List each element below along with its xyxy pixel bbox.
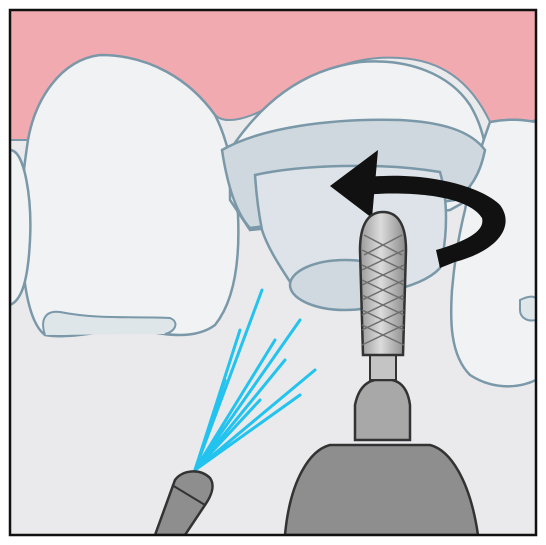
tooth-right-edge bbox=[520, 297, 536, 321]
handpiece-neck bbox=[355, 380, 410, 440]
handpiece-body bbox=[285, 445, 478, 535]
diamond-bur-icon bbox=[360, 212, 406, 355]
